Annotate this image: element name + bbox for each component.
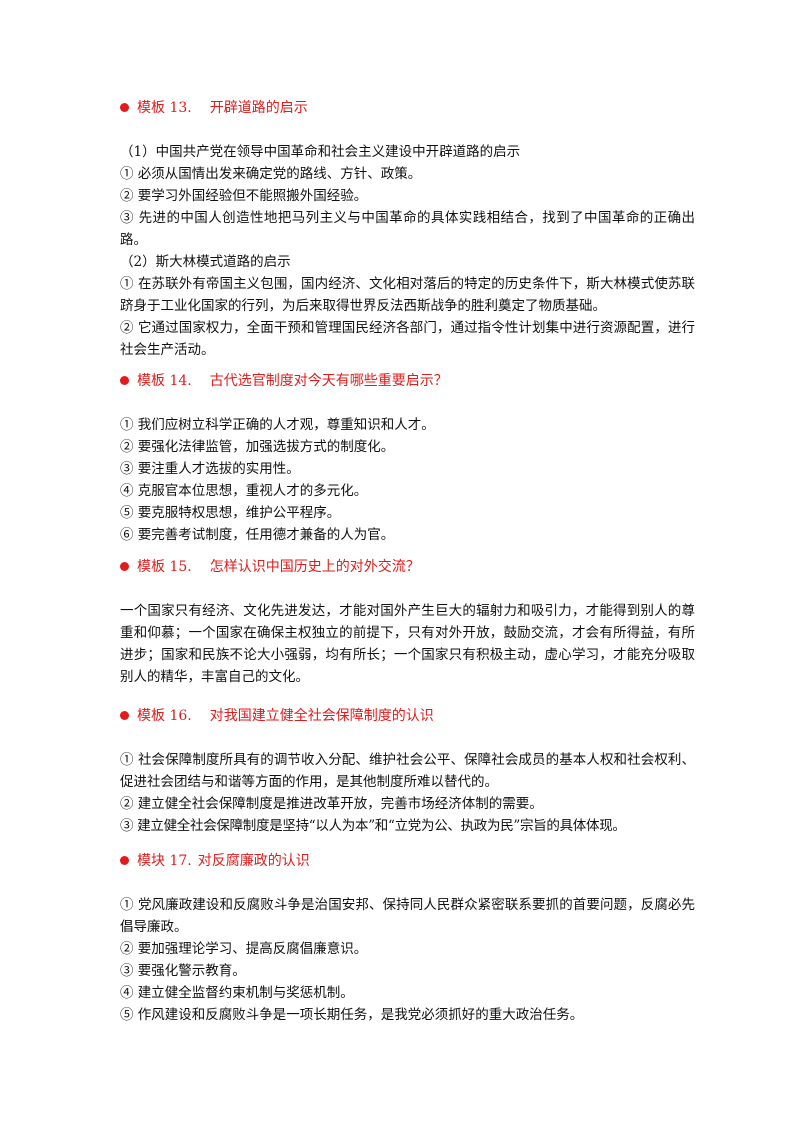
body-line: ③ 建立健全社会保障制度是坚持“以人为本”和“立党为公、执政为民”宗旨的具体体现… [120,818,626,834]
section-heading: 模板 14. 古代选官制度对今天有哪些重要启示？ [120,370,695,392]
body-line: ① 我们应树立科学正确的人才观，尊重知识和人才。 [120,417,435,433]
section-body: ① 社会保障制度所具有的调节收入分配、维护社会公平、保障社会成员的基本人权和社会… [120,749,695,837]
section-template-16: 模板 16. 对我国建立健全社会保障制度的认识 ① 社会保障制度所具有的调节收入分… [120,705,695,837]
section-title: 对我国建立健全社会保障制度的认识 [209,708,434,724]
body-line: ⑤ 要克服特权思想，维护公平程序。 [120,505,341,521]
section-title: 怎样认识中国历史上的对外交流？ [209,559,420,575]
section-label: 模板 16. [137,708,192,724]
section-body: ① 我们应树立科学正确的人才观，尊重知识和人才。 ② 要强化法律监管，加强选拔方… [120,414,695,546]
section-label: 模板 14. [137,373,192,389]
body-line: ⑤ 作风建设和反腐败斗争是一项长期任务，是我党必须抓好的重大政治任务。 [120,1007,584,1023]
section-heading: 模板 13. 开辟道路的启示 [120,97,695,119]
section-label: 模块 17. [137,853,192,869]
section-body: （1）中国共产党在领导中国革命和社会主义建设中开辟道路的启示 ① 必须从国情出发… [120,141,695,361]
bullet-icon [120,855,129,865]
body-line: ④ 建立健全监督约束机制与奖惩机制。 [120,985,354,1001]
section-body: ① 党风廉政建设和反腐败斗争是治国安邦、保持同人民群众紧密联系要抓的首要问题，反… [120,894,695,1026]
section-heading: 模板 15. 怎样认识中国历史上的对外交流？ [120,556,695,578]
section-module-17: 模块 17. 对反腐廉政的认识 ① 党风廉政建设和反腐败斗争是治国安邦、保持同人民… [120,850,695,1026]
bullet-icon [120,710,129,720]
bullet-icon [120,561,129,571]
body-line: ② 建立健全社会保障制度是推进改革开放，完善市场经济体制的需要。 [120,796,543,812]
body-line: ① 在苏联外有帝国主义包围，国内经济、文化相对落后的特定的历史条件下，斯大林模式… [120,276,695,314]
section-heading: 模板 16. 对我国建立健全社会保障制度的认识 [120,705,695,727]
body-line: ③ 先进的中国人创造性地把马列主义与中国革命的具体实践相结合，找到了中国革命的正… [120,210,695,248]
section-template-14: 模板 14. 古代选官制度对今天有哪些重要启示？ ① 我们应树立科学正确的人才观，… [120,370,695,546]
body-line: （1）中国共产党在领导中国革命和社会主义建设中开辟道路的启示 [120,144,521,160]
section-title: 对反腐廉政的认识 [197,853,310,869]
section-heading: 模块 17. 对反腐廉政的认识 [120,850,695,872]
body-line: ② 要学习外国经验但不能照搬外国经验。 [120,188,368,204]
section-label: 模板 13. [137,100,192,116]
section-label: 模板 15. [137,559,192,575]
section-body: 一个国家只有经济、文化先进发达，才能对国外产生巨大的辐射力和吸引力，才能得到别人… [120,600,695,688]
body-line: ② 它通过国家权力，全面干预和管理国民经济各部门，通过指令性计划集中进行资源配置… [120,320,695,358]
body-line: ③ 要强化警示教育。 [120,963,246,979]
section-template-15: 模板 15. 怎样认识中国历史上的对外交流？ 一个国家只有经济、文化先进发达，才能… [120,556,695,688]
body-line: ① 必须从国情出发来确定党的路线、方针、政策。 [120,166,422,182]
section-template-13: 模板 13. 开辟道路的启示 （1）中国共产党在领导中国革命和社会主义建设中开辟道… [120,97,695,361]
section-title: 古代选官制度对今天有哪些重要启示？ [209,373,448,389]
body-line: ② 要加强理论学习、提高反腐倡廉意识。 [120,941,368,957]
body-line: ⑥ 要完善考试制度，任用德才兼备的人为官。 [120,527,395,543]
body-paragraph: 一个国家只有经济、文化先进发达，才能对国外产生巨大的辐射力和吸引力，才能得到别人… [120,603,695,685]
bullet-icon [120,102,129,112]
body-line: ③ 要注重人才选拔的实用性。 [120,461,300,477]
body-line: （2）斯大林模式道路的启示 [120,254,291,270]
body-line: ② 要强化法律监管，加强选拔方式的制度化。 [120,439,395,455]
body-line: ① 社会保障制度所具有的调节收入分配、维护社会公平、保障社会成员的基本人权和社会… [120,752,695,790]
bullet-icon [120,375,129,385]
body-line: ④ 克服官本位思想，重视人才的多元化。 [120,483,368,499]
body-line: ① 党风廉政建设和反腐败斗争是治国安邦、保持同人民群众紧密联系要抓的首要问题，反… [120,897,695,935]
section-title: 开辟道路的启示 [209,100,308,116]
